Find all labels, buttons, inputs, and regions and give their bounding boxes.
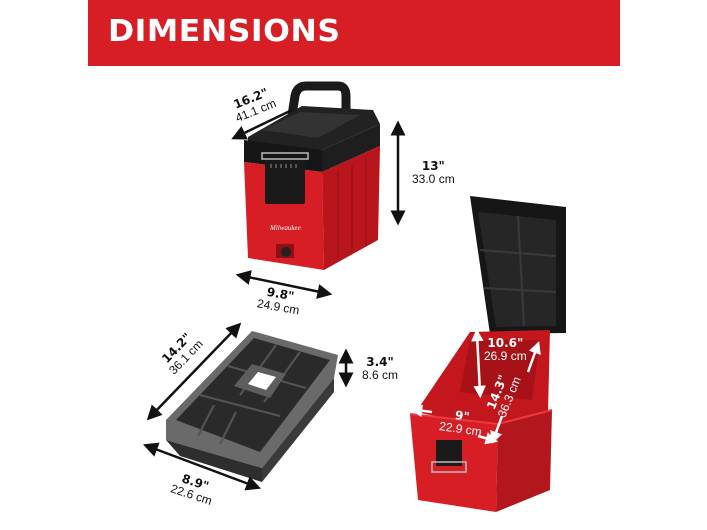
height-label: 13" 33.0 cm <box>412 159 455 186</box>
width-arrow <box>235 270 333 299</box>
tray-height-label: 3.4" 8.6 cm <box>362 355 399 382</box>
header-banner: DIMENSIONS <box>88 0 620 66</box>
tray-width-arrow <box>142 442 262 491</box>
page-title: DIMENSIONS <box>108 14 341 49</box>
organizer-tray-image <box>166 331 338 482</box>
tray-length-arrow <box>146 322 242 421</box>
interior-width-arrow-left <box>409 404 433 417</box>
interior-height-arrow <box>471 328 486 399</box>
closed-toolbox-image: Milwaukee <box>244 81 380 270</box>
interior-length-arrow-top <box>526 341 541 373</box>
interior-width-arrow-right <box>477 432 499 445</box>
interior-height-label: 10.6" 26.9 cm <box>484 336 527 363</box>
svg-text:Milwaukee: Milwaukee <box>269 224 301 232</box>
interior-width-label: 9" 22.9 cm <box>438 408 483 439</box>
depth-arrow <box>231 108 293 140</box>
open-toolbox-image <box>409 196 566 512</box>
